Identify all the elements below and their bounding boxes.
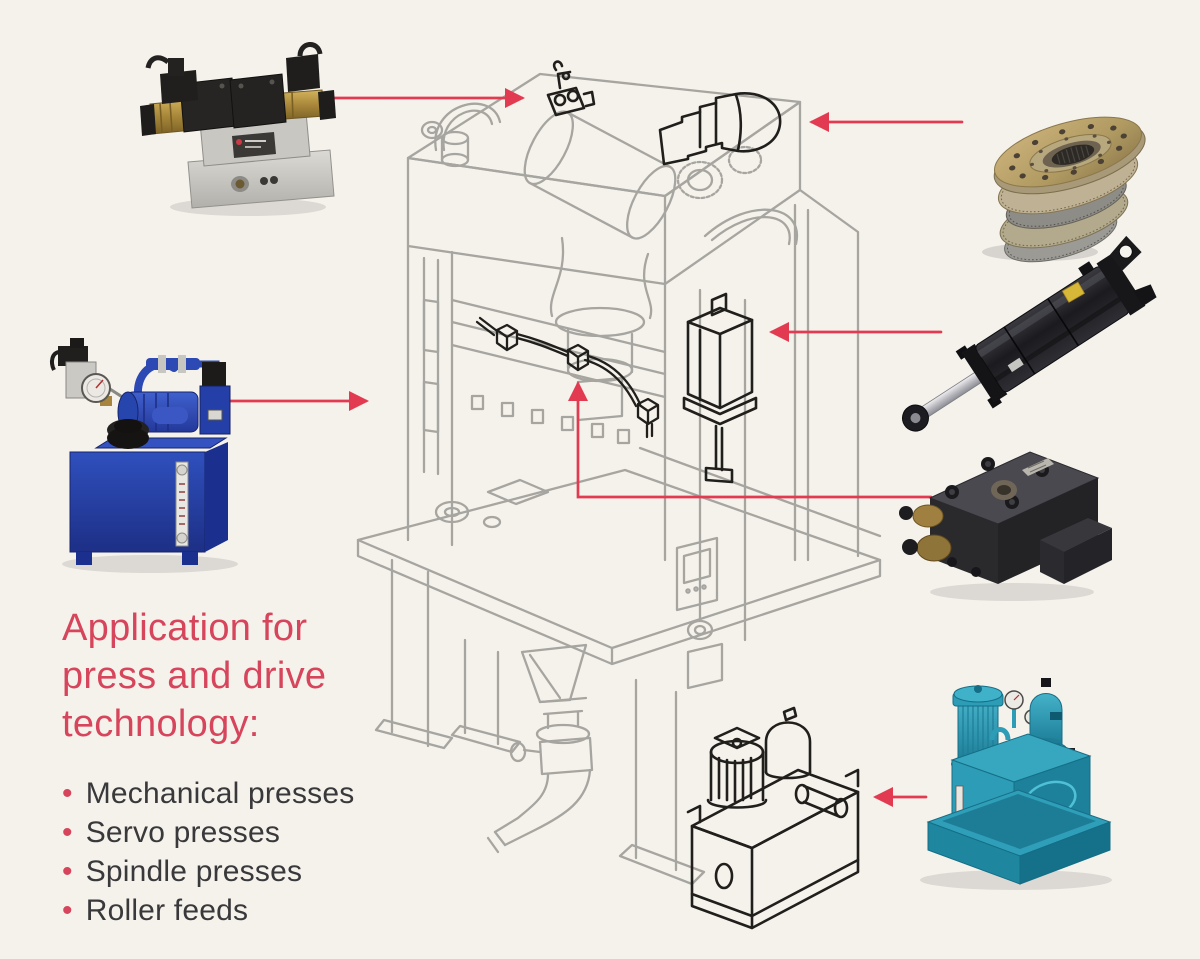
title-line-1: Application for: [62, 607, 308, 649]
sketch-counterbalance-cylinder: [682, 292, 758, 484]
text-block: Application for press and drive technolo…: [62, 604, 354, 930]
application-list: • Mechanical presses • Servo presses • S…: [62, 774, 354, 930]
list-item-label: Spindle presses: [85, 855, 303, 888]
press-sketch: [356, 72, 882, 886]
title-line-2: press and drive: [62, 655, 327, 697]
valve-manifold-photo: [140, 42, 336, 216]
list-item: • Spindle presses: [62, 852, 354, 891]
valve-block-photo: [899, 451, 1112, 601]
bullet-dot: •: [62, 777, 73, 810]
hydraulic-cylinder-photo: [901, 235, 1157, 432]
page-title: Application for press and drive technolo…: [62, 604, 354, 748]
sketch-clutch-shaft: [658, 92, 782, 166]
press-sketch-highlighted-parts: [475, 60, 860, 930]
arrow-valve-block: [567, 380, 933, 499]
cyan-power-unit-photo: [920, 678, 1112, 890]
list-item-label: Servo presses: [85, 816, 281, 849]
sketch-power-unit: [686, 706, 860, 930]
bullet-dot: •: [62, 816, 73, 849]
bullet-dot: •: [62, 894, 73, 927]
list-item-label: Mechanical presses: [85, 777, 355, 810]
sketch-top-valve: [546, 60, 596, 117]
title-line-3: technology:: [62, 703, 260, 745]
list-item-label: Roller feeds: [85, 894, 249, 927]
sketch-wiring-harness: [475, 316, 660, 439]
callout-arrows: [224, 87, 964, 808]
list-item: • Roller feeds: [62, 891, 354, 930]
clutch-brake-disc-photo: [982, 116, 1146, 263]
bullet-dot: •: [62, 855, 73, 888]
list-item: • Servo presses: [62, 813, 354, 852]
blue-power-unit-photo: [50, 338, 238, 573]
list-item: • Mechanical presses: [62, 774, 354, 813]
